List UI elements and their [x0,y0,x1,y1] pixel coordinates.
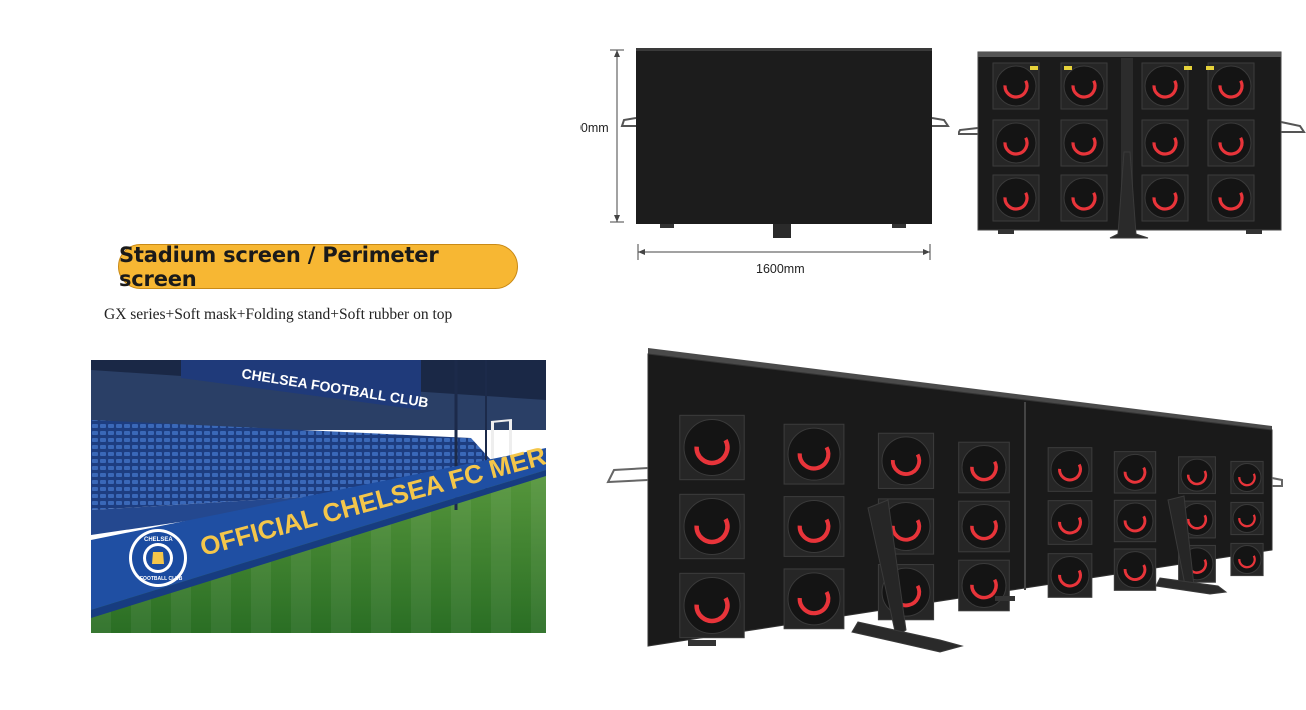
led-module [1178,456,1216,495]
led-module [1113,499,1157,543]
front-view-diagram: 900mm 1600mm [580,48,950,276]
led-module [1047,553,1093,598]
led-module [992,174,1040,222]
led-module [1047,500,1093,545]
perimeter-board [91,448,546,610]
rear-view-diagram [958,51,1306,239]
chelsea-crest: CHELSEA FOOTBALL CLUB [129,529,187,587]
crest-top-text: CHELSEA [144,537,173,543]
height-label: 900mm [580,121,609,135]
led-module [958,441,1010,494]
led-module [1230,542,1264,577]
led-module [992,119,1040,167]
led-module [679,414,745,481]
led-module [1113,548,1157,591]
led-module [1207,62,1255,110]
led-module [1207,119,1255,167]
led-module [1178,500,1216,539]
title-pill: Stadium screen / Perimeter screen [118,243,518,291]
led-module [1060,119,1108,167]
led-module [1113,451,1157,494]
led-module [1060,62,1108,110]
led-module [783,568,845,630]
led-module [958,500,1010,553]
led-module [958,559,1010,612]
cabinet-front [636,48,932,224]
perimeter-screen-diagram [606,348,1283,653]
led-module [1207,174,1255,222]
led-module [783,423,845,485]
led-module [877,432,935,489]
stand-foot [773,224,791,238]
led-module [679,572,745,639]
led-module [1141,119,1189,167]
led-module [1230,501,1264,536]
crest-bottom-text: FOOTBALL CLUB [140,576,183,582]
led-module [783,496,845,557]
led-module [1141,62,1189,110]
width-label: 1600mm [756,262,805,276]
led-module [1141,174,1189,222]
handle-right [931,117,950,127]
led-module [1060,174,1108,222]
led-module [992,62,1040,110]
subtitle: GX series+Soft mask+Folding stand+Soft r… [104,306,453,323]
handle-left [620,117,637,127]
stadium-photo: CHELSEA FOOTBALL CLUB OFFICIAL CHELSEA F… [91,360,546,633]
led-module [1047,447,1093,492]
led-module [679,493,745,560]
led-module [1230,460,1264,495]
